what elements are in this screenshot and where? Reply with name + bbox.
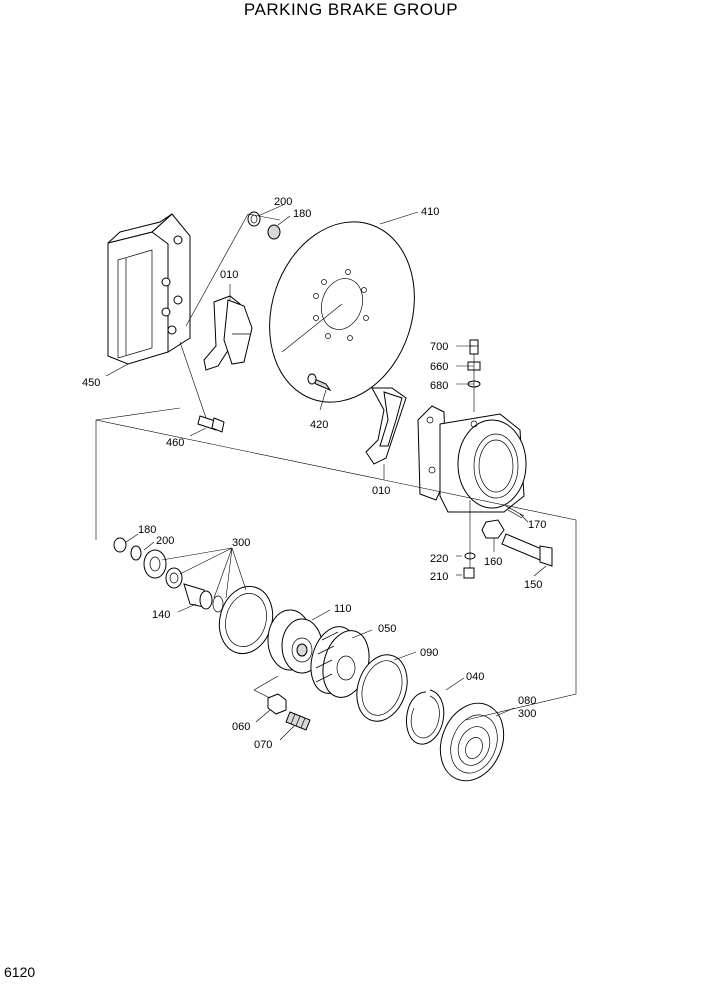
label-410: 410 xyxy=(421,206,439,218)
set-screw-part-070 xyxy=(285,711,311,731)
label-420: 420 xyxy=(310,419,328,431)
page-title: PARKING BRAKE GROUP xyxy=(243,0,459,19)
label-110: 110 xyxy=(334,603,352,615)
label-220: 220 xyxy=(430,553,448,565)
caliper-body-part xyxy=(417,405,527,513)
label-160: 160 xyxy=(484,556,502,568)
label-080: 080 xyxy=(518,695,536,707)
label-300-right: 300 xyxy=(518,708,536,720)
label-200-bottom: 200 xyxy=(156,535,174,547)
page-number: 6120 xyxy=(4,964,36,980)
retainer-part xyxy=(143,549,167,579)
spacer-part-180-bottom xyxy=(113,537,127,553)
bolt-part-420 xyxy=(307,373,332,392)
label-060: 060 xyxy=(232,721,250,733)
label-680: 680 xyxy=(430,380,448,392)
label-660: 660 xyxy=(430,361,448,373)
leader-lines xyxy=(95,204,577,741)
snap-ring-part-040 xyxy=(406,689,445,745)
end-cover-part-080 xyxy=(439,702,505,782)
seal-ring-part-200-bottom xyxy=(130,545,142,561)
bushing-part xyxy=(165,567,183,589)
bolt-part-150 xyxy=(501,533,553,567)
brake-pad-part-right xyxy=(365,387,407,465)
sleeve-part-140 xyxy=(183,583,213,610)
seal-ring-part-300 xyxy=(218,585,274,655)
label-180-bottom: 180 xyxy=(138,524,156,536)
label-010-left: 010 xyxy=(220,269,238,281)
label-460: 460 xyxy=(166,437,184,449)
label-450: 450 xyxy=(82,377,100,389)
label-300-left: 300 xyxy=(232,537,250,549)
screw-part-210 xyxy=(463,567,475,579)
ring-part-090 xyxy=(356,654,408,722)
bleeder-screw-part-700 xyxy=(469,339,479,355)
label-070: 070 xyxy=(254,739,272,751)
nut-part-160 xyxy=(481,519,505,539)
label-040: 040 xyxy=(466,671,484,683)
label-180-top: 180 xyxy=(293,208,311,220)
bolt-part-460 xyxy=(197,415,225,433)
small-seal-part xyxy=(212,595,224,613)
label-050: 050 xyxy=(378,623,396,635)
brake-disc-part xyxy=(269,221,415,403)
pin-part-170 xyxy=(505,505,525,519)
brake-pad-part-left xyxy=(203,295,253,371)
caliper-housing-part xyxy=(107,213,191,365)
label-140: 140 xyxy=(152,609,170,621)
label-700: 700 xyxy=(430,341,448,353)
part-labels: 200 180 410 010 450 700 660 680 420 460 … xyxy=(82,196,546,751)
spacer-part-180-top xyxy=(267,224,281,240)
label-090: 090 xyxy=(420,647,438,659)
label-150: 150 xyxy=(524,579,542,591)
label-170: 170 xyxy=(528,519,546,531)
label-010-right: 010 xyxy=(372,485,390,497)
nut-part-060 xyxy=(267,693,287,715)
spring-stack-part-050 xyxy=(310,626,370,698)
label-200-top: 200 xyxy=(274,196,292,208)
label-210: 210 xyxy=(430,571,448,583)
